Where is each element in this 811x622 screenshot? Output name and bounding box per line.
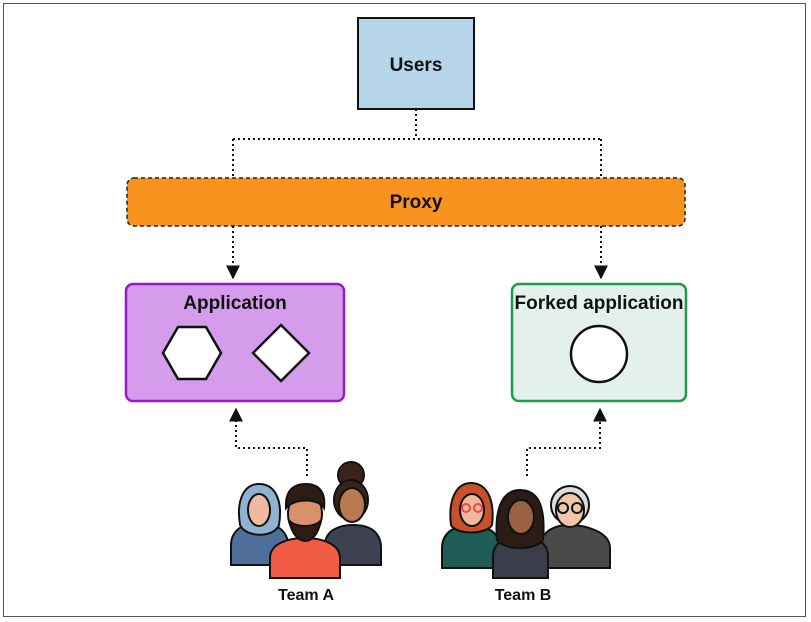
users-node: Users xyxy=(357,17,475,110)
proxy-label: Proxy xyxy=(390,192,443,213)
team-a-people-icon xyxy=(230,461,382,579)
diagram-frame xyxy=(3,3,806,617)
application-node: Application xyxy=(124,282,346,403)
hexagon-shape xyxy=(161,325,223,381)
proxy-node: Proxy xyxy=(126,177,686,227)
proxy-application-arrows xyxy=(226,226,608,280)
forked-application-label: Forked application xyxy=(515,293,684,314)
application-label: Application xyxy=(183,293,286,314)
team-b-people-icon xyxy=(441,481,611,579)
circle-shape xyxy=(569,324,629,384)
diamond-shape xyxy=(251,323,311,383)
team-application-arrows xyxy=(229,407,607,476)
team-a-label: Team A xyxy=(278,587,334,604)
team-b-person-center xyxy=(492,488,549,579)
forked-application-node: Forked application xyxy=(510,282,688,403)
users-proxy-connector xyxy=(232,109,602,178)
users-label: Users xyxy=(390,55,443,76)
team-b-person-right xyxy=(539,485,611,569)
team-b-label: Team B xyxy=(495,587,552,604)
team-a-person-center xyxy=(269,482,341,579)
team-b-person-left xyxy=(441,481,501,569)
